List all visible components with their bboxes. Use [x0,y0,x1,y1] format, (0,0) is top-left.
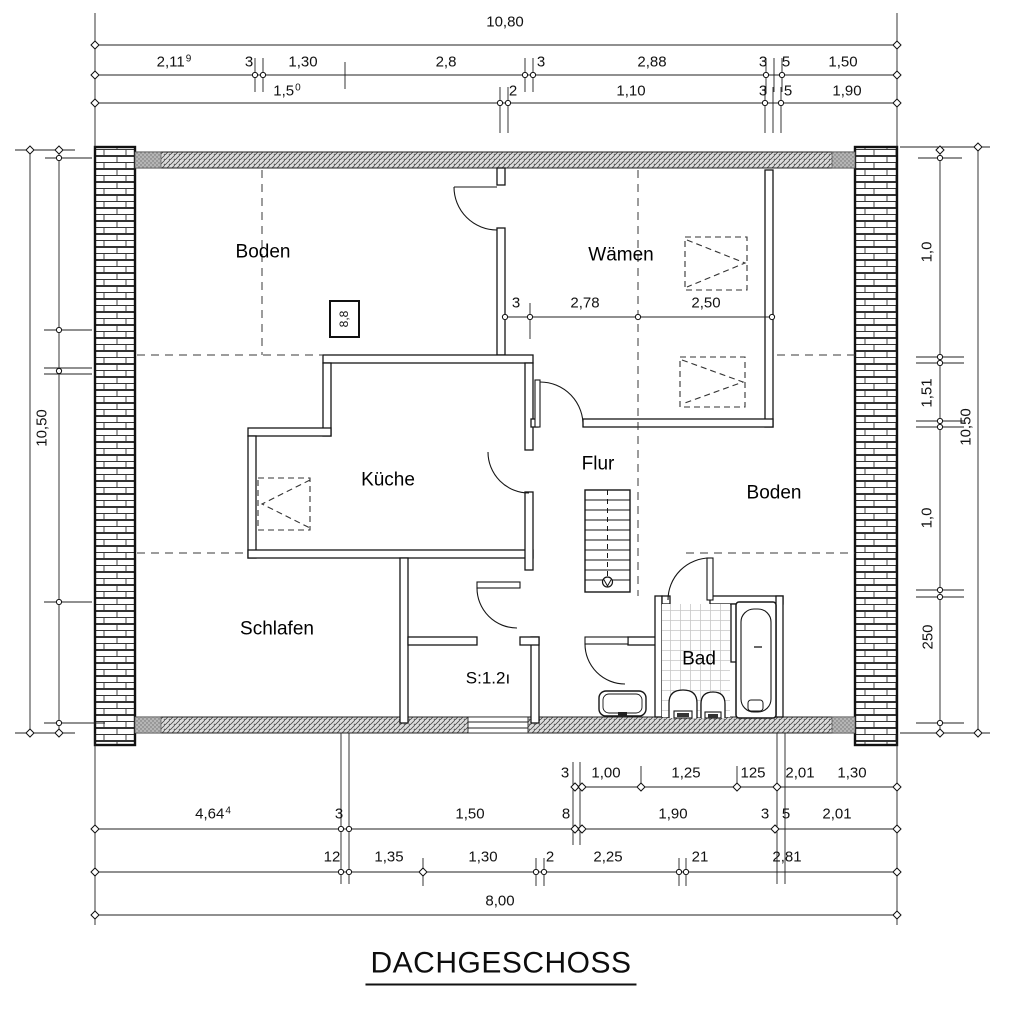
door-flur-waemen [534,379,584,428]
interior-walls [247,167,784,724]
bidet [700,691,726,719]
roof-window-waemen-1 [684,236,748,291]
dimension-diamonds [25,40,983,920]
sink [598,690,647,717]
door-boden-waemen [453,186,498,231]
door-s-room [476,581,521,629]
staircase [584,489,631,593]
roof-window-kueche [257,477,311,531]
lintel-bottom-left [134,716,162,734]
bathtub [735,601,777,719]
chimney-symbol [329,300,360,338]
masonry-wall-right [853,145,899,747]
doors [453,186,714,685]
door-corridor [584,636,629,685]
lintel-bottom-right [831,716,856,734]
bath-fixtures [598,601,777,719]
dimension-circles [55,71,944,876]
window-bottom [467,716,529,734]
toilet [668,689,698,719]
outer-walls [93,145,899,747]
roof-windows [257,236,748,531]
roof-window-waemen-2 [679,356,746,408]
dimension-lines [15,13,990,925]
lintel-top-left [134,151,162,169]
door-bad [667,557,714,601]
masonry-wall-left [93,145,137,747]
wall-top [134,151,856,169]
door-kueche [487,451,530,494]
lintel-top-right [831,151,856,169]
roof-lines [137,170,855,596]
